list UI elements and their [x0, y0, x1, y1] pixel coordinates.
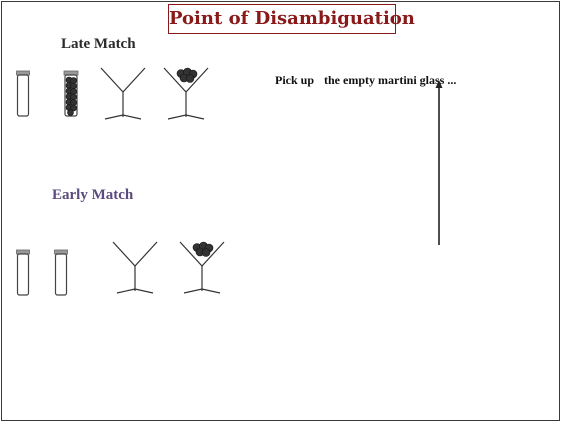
disambiguation-arrow-icon	[435, 80, 443, 245]
early-match-label: Early Match	[52, 187, 134, 203]
martini-glass-with-olives-icon	[179, 241, 225, 294]
empty-tube-icon	[54, 249, 68, 296]
instruction-verb: Pick up	[275, 73, 315, 87]
empty-martini-glass-icon	[112, 241, 158, 294]
slide-title: Point of Disambiguation	[168, 4, 415, 34]
empty-tube-icon	[16, 249, 30, 296]
empty-tube-icon	[16, 70, 30, 117]
tube-with-olives-icon	[63, 70, 79, 117]
instruction-object: the empty martini glass ...	[324, 73, 457, 87]
empty-martini-glass-icon	[100, 67, 146, 120]
late-match-label: Late Match	[61, 36, 136, 52]
martini-glass-with-olives-icon	[163, 67, 209, 120]
instruction-sentence: Pick up the empty martini glass ...	[275, 73, 456, 88]
